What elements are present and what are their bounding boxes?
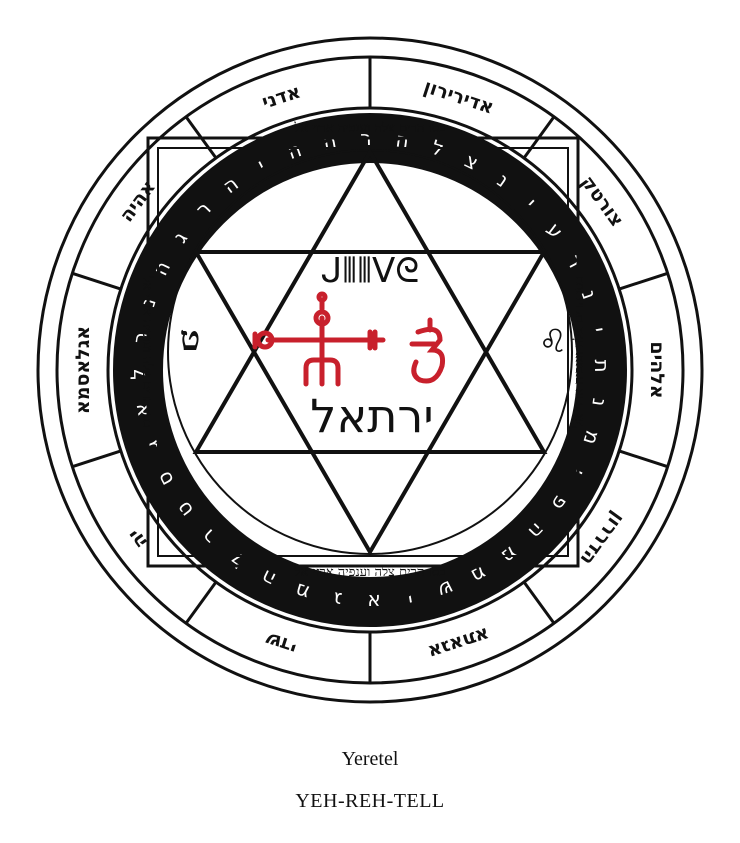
left-glyph: ט (180, 319, 201, 359)
outer-ring-name: הדררון (576, 508, 629, 570)
outer-ring-name: אלהים (646, 341, 668, 398)
square-inscription-top: כסו הרים צלה וענפיה ארזי אל (293, 121, 445, 136)
caption-name: Yeretel (0, 748, 740, 771)
angel-name-hebrew: ירתאל (310, 389, 433, 443)
name-band-divider (619, 451, 668, 467)
angel-sigil (255, 294, 443, 384)
name-band-divider (72, 273, 121, 289)
black-ring-letter: א (367, 590, 381, 614)
name-band-divider (72, 451, 121, 467)
caption-pronunciation: YEH-REH-TELL (0, 790, 740, 813)
outer-ring-name: אהיה (116, 176, 161, 226)
outer-ring-name: שדי (263, 627, 300, 658)
black-ring-letter: ת (590, 359, 614, 373)
outer-ring-name: אדני (259, 81, 303, 114)
name-band-divider (524, 582, 554, 623)
name-band-divider (186, 582, 216, 623)
celestial-script: ᒍ⦀⦀ᐯᘓ (321, 251, 419, 291)
leo-glyph: ♌ (539, 322, 568, 360)
outer-ring-name: אדירירון (421, 75, 496, 118)
outer-ring-name: אגאתא (425, 623, 492, 663)
name-band-divider (619, 273, 668, 289)
square-inscription-right: כסו הרים צלה וענפיה ארזי אל (572, 276, 587, 428)
square-inscription-left: כסו הרים צלה וענפיה ארזי אל (139, 275, 154, 427)
seal-graphic: אדירירוןצורטקאלהיםהדררוןאגאתאשדייהאגלאסמ… (0, 0, 740, 740)
outer-ring-name: אגלאסמא (72, 326, 94, 414)
square-inscription-bottom: כסו הרים צלה וענפיה ארזי אל (293, 565, 445, 580)
